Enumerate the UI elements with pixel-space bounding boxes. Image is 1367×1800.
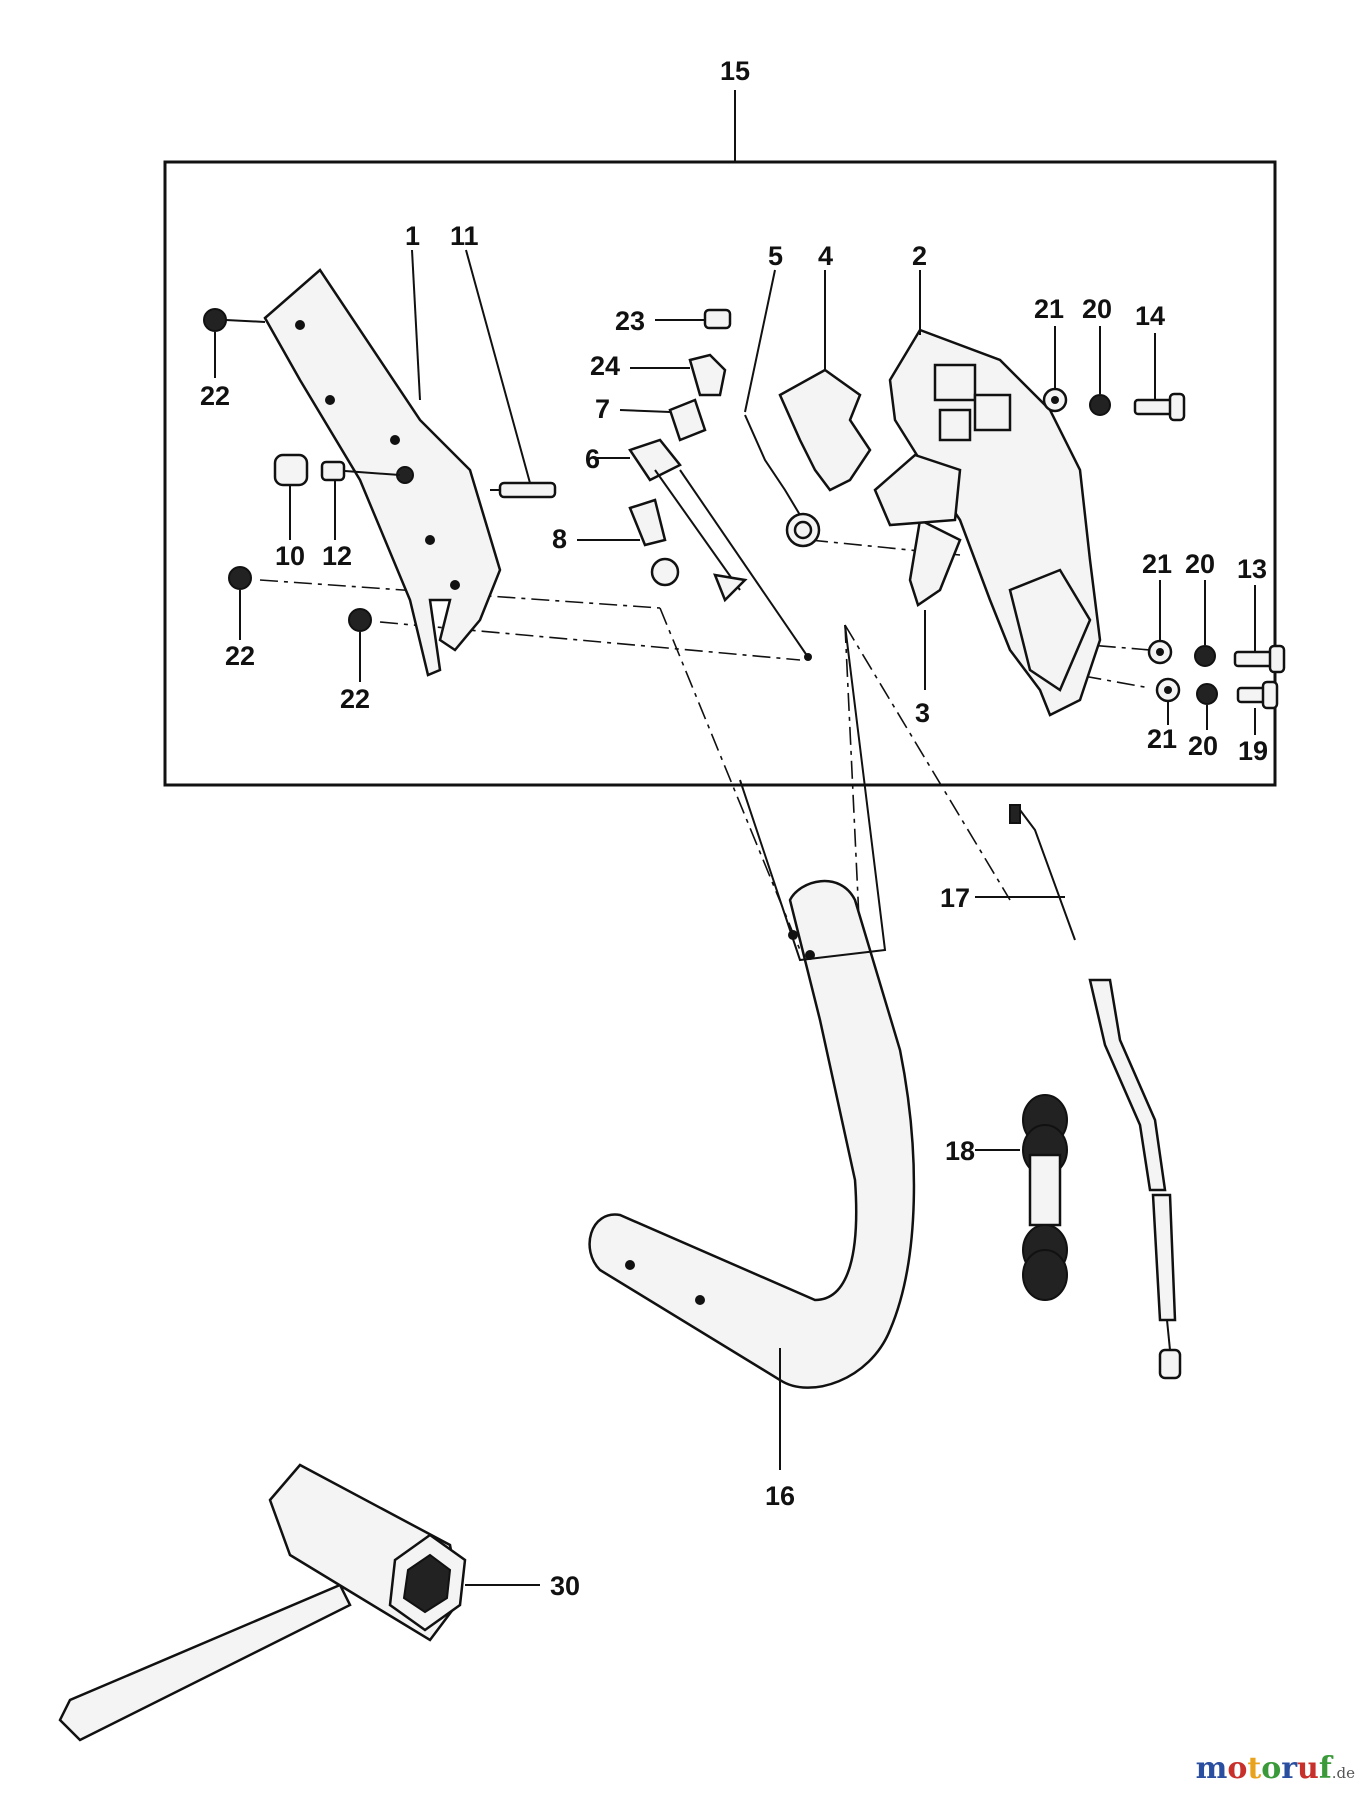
part-10-cap: [273, 453, 309, 487]
label-24: 24: [590, 351, 620, 381]
watermark-letter: f: [1318, 1751, 1332, 1786]
cover-plate: [739, 624, 887, 962]
watermark-letter: r: [1281, 1751, 1298, 1786]
label-14: 14: [1135, 301, 1165, 331]
part-5-spring: [744, 414, 821, 548]
fastener-leaders: [214, 326, 1256, 735]
label-13: 13: [1237, 554, 1267, 584]
callout-labels: 15 1 11 5 4 2 21 20 14 23 24 7 6 8 22 10…: [200, 56, 1268, 1601]
part-22-nut-c: [348, 608, 372, 632]
part-30-t-wrench: [58, 1463, 540, 1742]
part-11-pin: [490, 481, 557, 499]
label-20-bottom: 20: [1188, 731, 1218, 761]
label-20-mid: 20: [1185, 549, 1215, 579]
label-1: 1: [405, 221, 420, 251]
label-22-mid: 22: [225, 641, 255, 671]
part-21-washer-b: [1147, 639, 1173, 665]
part-21-washer-c: [1155, 677, 1181, 703]
leader-11: [465, 249, 531, 484]
label-21-top: 21: [1034, 294, 1064, 324]
part-2-handle-half: [888, 328, 1102, 717]
part-17-throttle-cable: [975, 804, 1182, 1380]
label-22-bottom: 22: [340, 684, 370, 714]
part-21-washer-a: [1042, 387, 1068, 413]
label-12: 12: [322, 541, 352, 571]
part-18-spring-set: [975, 1094, 1068, 1301]
part-13-screw: [1233, 644, 1286, 674]
part-4-trigger: [778, 368, 872, 492]
part-3-lever: [873, 453, 962, 607]
part-12-spring: [320, 460, 401, 482]
label-11: 11: [450, 221, 479, 251]
part-14-screw: [1133, 392, 1186, 422]
label-16: 16: [765, 1481, 795, 1511]
label-17: 17: [940, 883, 970, 913]
part-20-lockwasher-a: [1089, 394, 1111, 416]
leader-1: [411, 249, 421, 401]
leader-5: [744, 269, 776, 413]
part-1-handle-half: [263, 268, 502, 677]
label-18: 18: [945, 1136, 975, 1166]
part-16-handle-tube: [588, 880, 916, 1389]
part-23-screw: [655, 308, 732, 330]
watermark-letter: o: [1227, 1751, 1248, 1786]
label-21-bottom: 21: [1147, 724, 1177, 754]
part-6-switch: [595, 438, 748, 603]
label-3: 3: [915, 698, 930, 728]
part-22-nut-b: [228, 566, 252, 590]
label-30: 30: [550, 1571, 580, 1601]
label-23: 23: [615, 306, 645, 336]
label-22-top: 22: [200, 381, 230, 411]
watermark-letter: t: [1247, 1751, 1262, 1786]
label-19: 19: [1238, 736, 1268, 766]
part-24-clip: [630, 353, 727, 397]
part-22-nut-a: [203, 308, 266, 332]
watermark-letter: m: [1195, 1751, 1228, 1786]
label-10: 10: [275, 541, 305, 571]
label-2: 2: [912, 241, 927, 271]
label-5: 5: [768, 241, 783, 271]
part-6-wire: [679, 469, 812, 661]
part-20-lockwasher-b: [1194, 645, 1216, 667]
assembly-frame: [163, 160, 1277, 787]
label-15: 15: [720, 56, 750, 86]
watermark-suffix: .de: [1331, 1764, 1355, 1782]
part-20-lockwasher-c: [1196, 683, 1218, 705]
label-21-mid: 21: [1142, 549, 1172, 579]
part-8-terminal: [577, 498, 680, 587]
part-7-plate: [619, 398, 707, 442]
watermark-letter: o: [1261, 1751, 1282, 1786]
label-7: 7: [595, 394, 610, 424]
watermark-logo: motoruf.de: [1196, 1751, 1355, 1786]
label-4: 4: [818, 241, 833, 271]
label-6: 6: [585, 444, 600, 474]
label-8: 8: [552, 524, 567, 554]
label-20-top: 20: [1082, 294, 1112, 324]
part-19-screw: [1236, 680, 1279, 710]
watermark-letter: u: [1297, 1751, 1319, 1786]
